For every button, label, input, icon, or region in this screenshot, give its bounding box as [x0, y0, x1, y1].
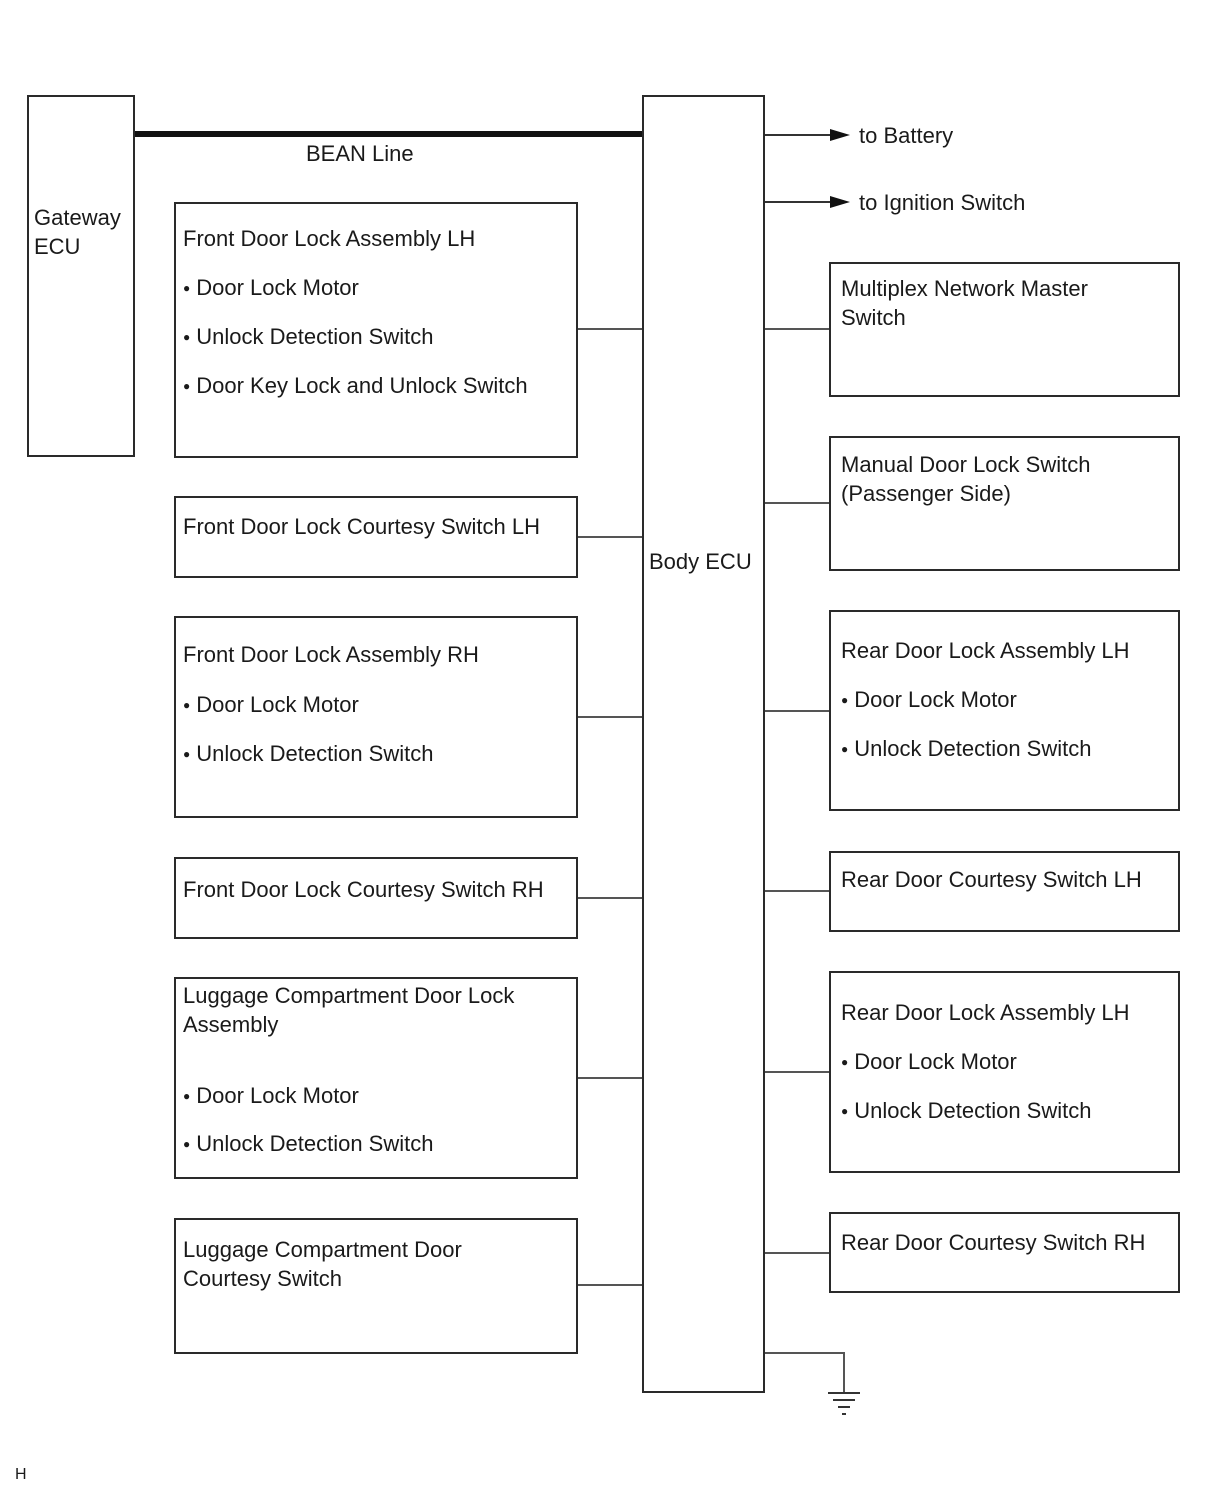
- front-door-lock-assembly-rh: Front Door Lock Assembly RH Door Lock Mo…: [174, 616, 578, 818]
- component-title: Rear Door Lock Assembly LH: [841, 638, 1130, 663]
- gateway-ecu-label: Gateway ECU: [34, 205, 121, 259]
- arrow-ignition-icon: [830, 196, 850, 208]
- multiplex-network-master-switch: Multiplex Network Master Switch: [829, 262, 1180, 397]
- component-title: Manual Door Lock Switch (Passenger Side): [841, 452, 1091, 506]
- figure-code: H: [15, 1466, 27, 1483]
- front-door-lock-assembly-lh: Front Door Lock Assembly LH Door Lock Mo…: [174, 202, 578, 458]
- component-item: Door Lock Motor: [183, 273, 359, 306]
- manual-door-lock-switch: Manual Door Lock Switch (Passenger Side): [829, 436, 1180, 571]
- rear-door-courtesy-switch-rh: Rear Door Courtesy Switch RH: [829, 1212, 1180, 1293]
- component-item: Unlock Detection Switch: [183, 739, 433, 772]
- component-title: Front Door Lock Assembly RH: [183, 642, 479, 667]
- bean-line-label: BEAN Line: [306, 141, 414, 166]
- to-battery-label: to Battery: [859, 123, 954, 148]
- component-item: Door Lock Motor: [183, 690, 359, 723]
- gateway-ecu-box: Gateway ECU: [27, 95, 135, 457]
- component-item: Unlock Detection Switch: [841, 734, 1091, 767]
- front-door-lock-courtesy-switch-lh: Front Door Lock Courtesy Switch LH: [174, 496, 578, 578]
- rear-door-lock-assembly-2: Rear Door Lock Assembly LH Door Lock Mot…: [829, 971, 1180, 1173]
- luggage-compartment-door-courtesy-switch: Luggage Compartment Door Courtesy Switch: [174, 1218, 578, 1354]
- arrow-battery-icon: [830, 129, 850, 141]
- component-item: Unlock Detection Switch: [183, 322, 433, 355]
- luggage-compartment-door-lock-assembly: Luggage Compartment Door Lock Assembly D…: [174, 977, 578, 1179]
- component-title: Rear Door Courtesy Switch RH: [841, 1230, 1146, 1255]
- component-item: Door Key Lock and Unlock Switch: [183, 371, 527, 404]
- wire-to-ground: [764, 1352, 845, 1392]
- component-item: Door Lock Motor: [841, 1047, 1017, 1080]
- to-ignition-label: to Ignition Switch: [859, 190, 1026, 215]
- ground-icon: [828, 1392, 860, 1415]
- component-item: Door Lock Motor: [841, 685, 1017, 718]
- component-title: Luggage Compartment Door Courtesy Switch: [183, 1237, 462, 1291]
- rear-door-lock-assembly-1: Rear Door Lock Assembly LH Door Lock Mot…: [829, 610, 1180, 811]
- body-ecu-box: Body ECU: [642, 95, 765, 1393]
- component-title: Front Door Lock Courtesy Switch LH: [183, 514, 541, 539]
- rear-door-courtesy-switch-lh: Rear Door Courtesy Switch LH: [829, 851, 1180, 932]
- body-ecu-label: Body ECU: [649, 549, 752, 574]
- component-title: Rear Door Lock Assembly LH: [841, 1000, 1130, 1025]
- component-item: Unlock Detection Switch: [183, 1129, 433, 1162]
- component-title: Front Door Lock Assembly LH: [183, 226, 476, 251]
- component-title: Multiplex Network Master Switch: [841, 276, 1088, 330]
- component-title: Luggage Compartment Door Lock Assembly: [183, 983, 515, 1037]
- component-title: Rear Door Courtesy Switch LH: [841, 867, 1142, 892]
- component-item: Unlock Detection Switch: [841, 1096, 1091, 1129]
- component-item: Door Lock Motor: [183, 1081, 359, 1114]
- front-door-lock-courtesy-switch-rh: Front Door Lock Courtesy Switch RH: [174, 857, 578, 939]
- component-title: Front Door Lock Courtesy Switch RH: [183, 877, 544, 902]
